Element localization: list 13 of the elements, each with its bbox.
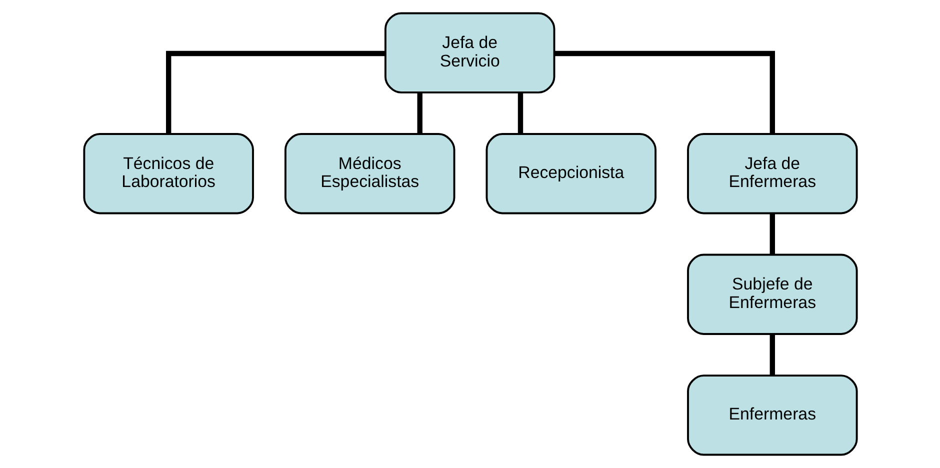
connector [166,50,385,134]
node-box: Médicos Especialistas [284,133,455,214]
connector [769,334,774,376]
connector [554,50,774,134]
node-box: Subjefe de Enfermeras [686,254,858,335]
node-box: Jefa de Enfermeras [686,133,858,214]
node-box: Jefa de Servicio [384,12,555,94]
node-box: Recepcionista [485,133,656,214]
connector [416,92,422,134]
node-box: Técnicos de Laboratorios [82,133,254,214]
node-box: Enfermeras [686,374,858,456]
connector [517,92,523,134]
connector [769,214,774,255]
